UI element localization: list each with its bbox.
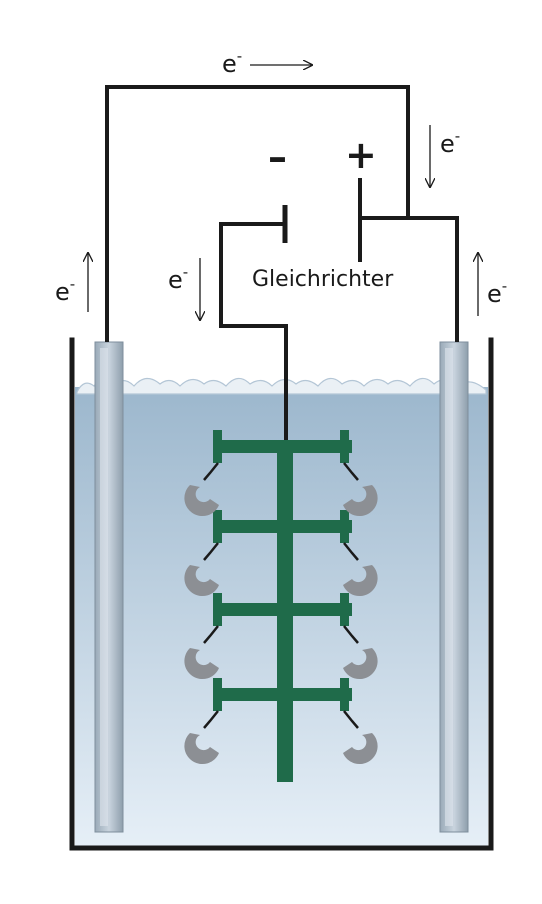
- hook-part-icon: [184, 648, 219, 680]
- rack-end-left: [213, 678, 222, 711]
- hook-wire-left: [203, 710, 219, 729]
- hook-part-icon: [343, 733, 378, 765]
- plated-parts: [184, 462, 378, 765]
- electron-label-left: e-: [55, 275, 76, 306]
- hook-part-icon: [184, 733, 219, 765]
- foam-surface: [76, 377, 487, 395]
- rack-crossbar: [218, 440, 352, 453]
- electron-arrows: [88, 65, 478, 320]
- minus-sign: –: [268, 135, 287, 179]
- rack-end-left: [213, 510, 222, 543]
- rack-end-right: [340, 510, 349, 543]
- rack-end-left: [213, 593, 222, 626]
- wire-minus-lead: [219, 222, 288, 440]
- electron-label-cathode: e-: [168, 263, 189, 294]
- anode-left: [94, 341, 124, 833]
- anode-right: [439, 341, 469, 833]
- hook-wire-left: [203, 462, 219, 481]
- rack-end-right: [340, 678, 349, 711]
- rack-end-right: [340, 593, 349, 626]
- plus-sign: +: [345, 133, 377, 177]
- hook-wire-left: [203, 542, 219, 561]
- wire-outer-loop: [105, 85, 410, 342]
- rack-crossbar: [218, 603, 352, 616]
- hook-part-icon: [184, 565, 219, 597]
- rack-end-left: [213, 430, 222, 463]
- hook-part-icon: [343, 485, 378, 517]
- hook-wire-left: [203, 625, 219, 644]
- rack-crossbar: [218, 520, 352, 533]
- hook-part-icon: [343, 565, 378, 597]
- circuit-wires: [105, 85, 459, 440]
- hook-wire-right: [343, 462, 359, 481]
- hook-wire-right: [343, 625, 359, 644]
- electron-label-right: e-: [487, 277, 508, 308]
- tank-wall: [69, 337, 494, 851]
- electron-label-top: e-: [222, 47, 243, 78]
- rack-crossbar: [218, 688, 352, 701]
- plating-rack: [213, 430, 352, 782]
- rectifier-label: Gleichrichter: [252, 267, 394, 292]
- wire-right-anode: [408, 216, 459, 342]
- hook-part-icon: [184, 485, 219, 517]
- electron-label-right-top: e-: [440, 127, 461, 158]
- hook-wire-right: [343, 542, 359, 561]
- hook-part-icon: [343, 648, 378, 680]
- rack-end-right: [340, 430, 349, 463]
- hook-wire-right: [343, 710, 359, 729]
